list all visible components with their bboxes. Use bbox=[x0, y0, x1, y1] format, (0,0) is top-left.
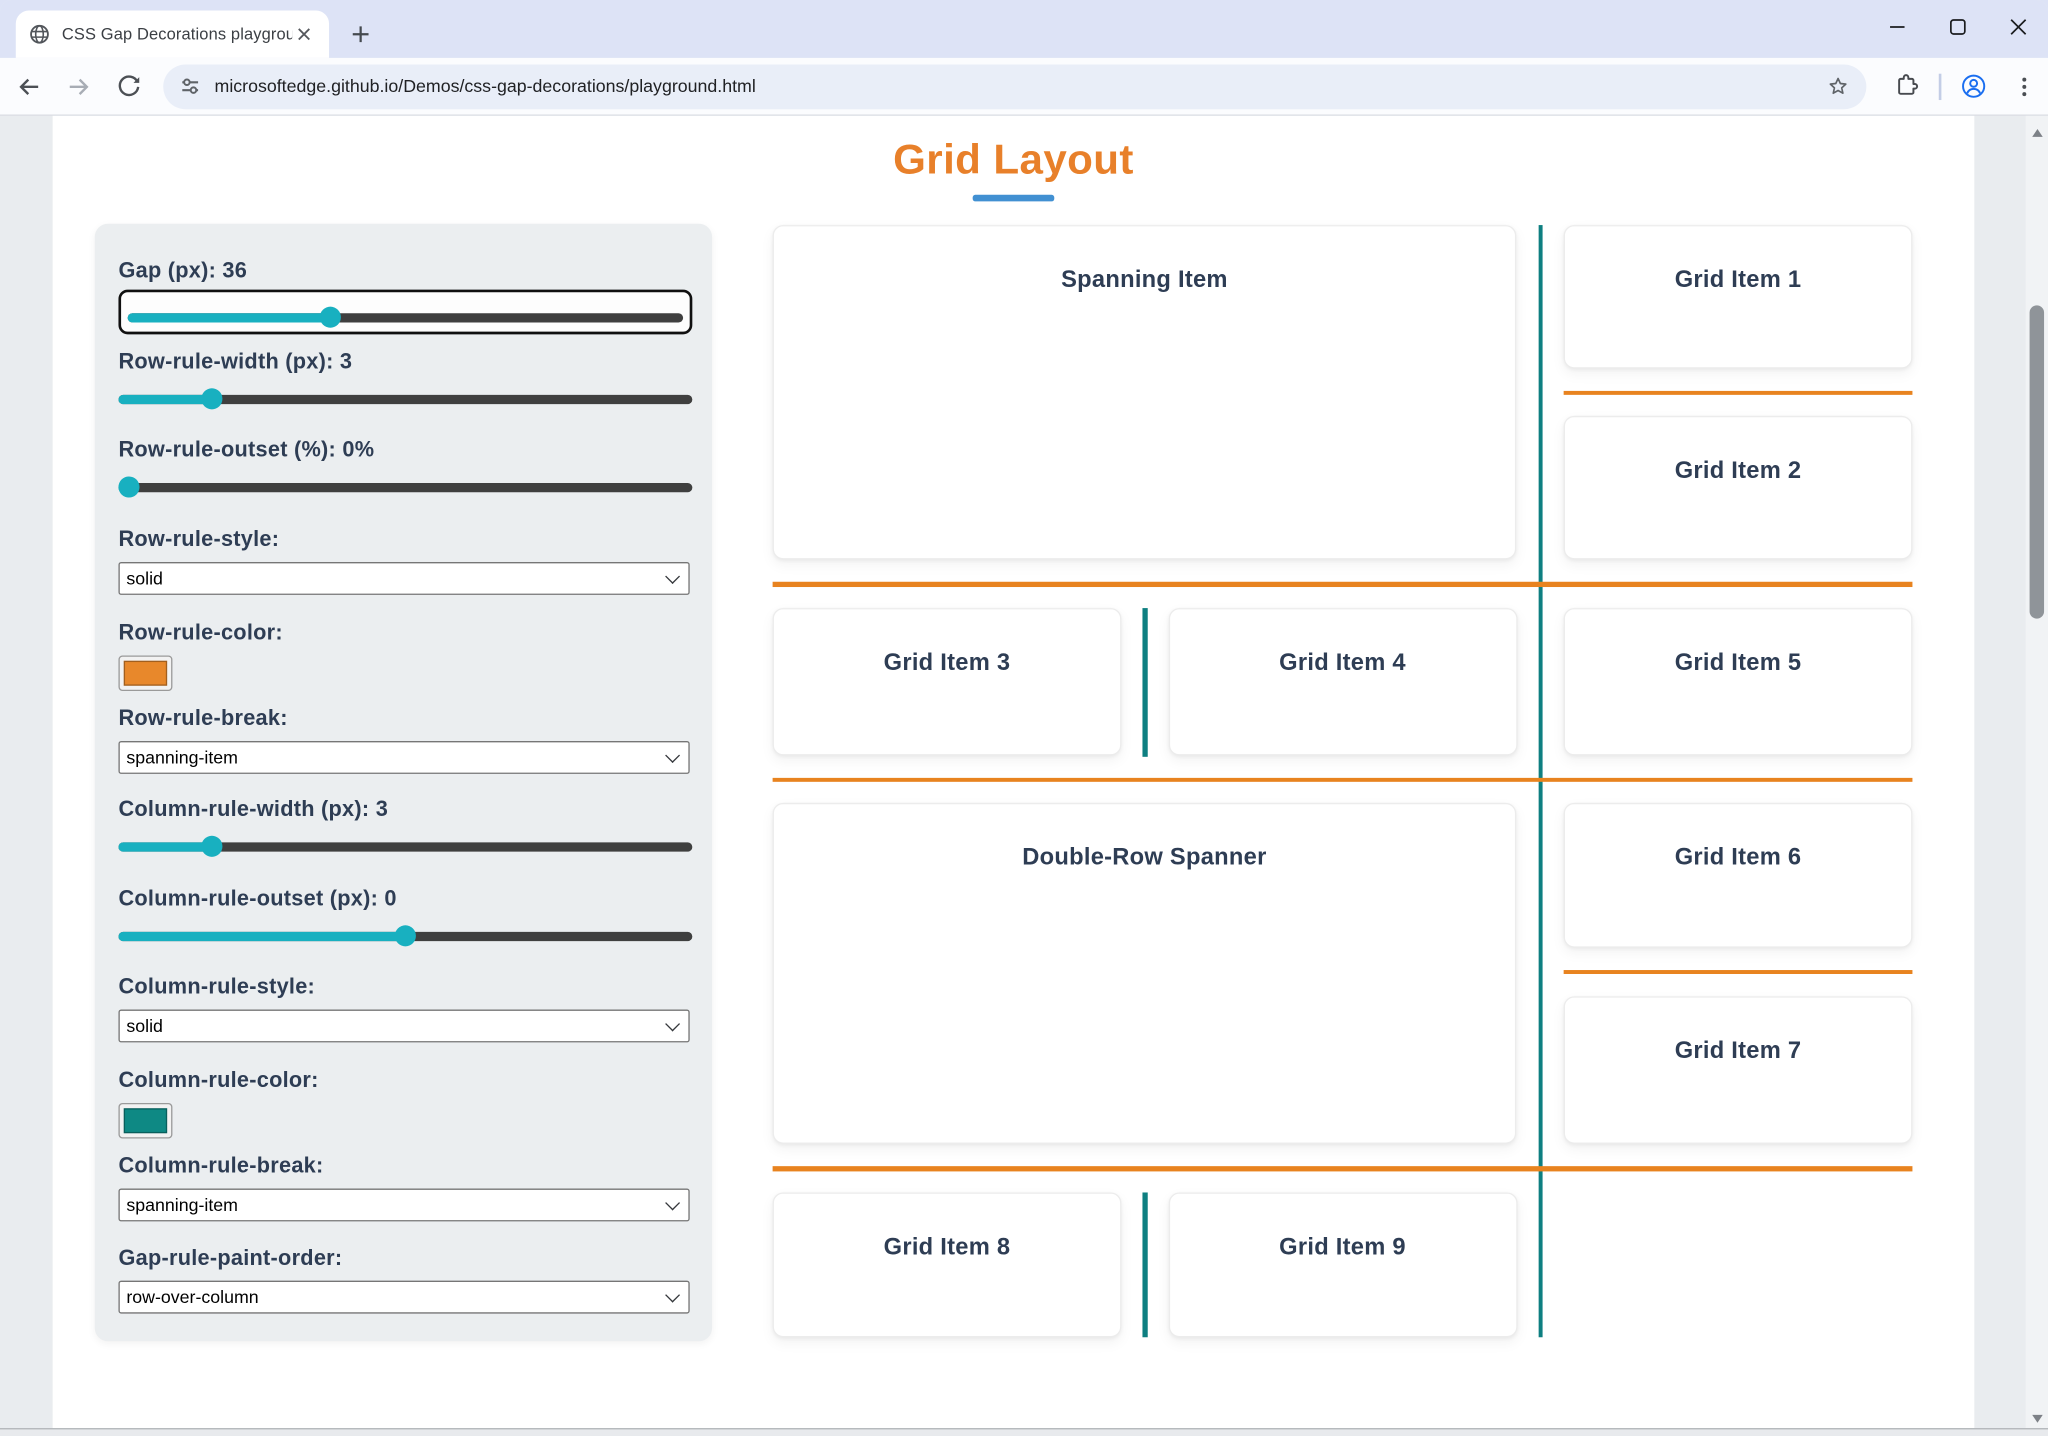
gap-slider-focus-ring bbox=[118, 289, 693, 335]
column-rule-segment bbox=[1142, 1192, 1148, 1338]
column-rule-outset-label: Column-rule-outset (px): 0 bbox=[118, 887, 397, 911]
row-rule-style-control: Row-rule-style: solid bbox=[118, 526, 692, 595]
profile-avatar-icon[interactable] bbox=[1953, 65, 1995, 107]
grid-card-spanning-item: Spanning Item bbox=[772, 225, 1517, 560]
row-rule-break-label: Row-rule-break: bbox=[118, 706, 288, 731]
browser-menu-kebab-icon[interactable] bbox=[2003, 65, 2045, 107]
forward-icon[interactable] bbox=[58, 65, 100, 107]
new-tab-button[interactable] bbox=[345, 18, 377, 50]
row-rule-width-slider[interactable] bbox=[118, 388, 693, 410]
row-rule-color-picker[interactable] bbox=[118, 655, 173, 692]
maximize-icon[interactable] bbox=[1927, 0, 1988, 53]
grid-card-double-row-spanner: Double-Row Spanner bbox=[772, 802, 1517, 1144]
column-rule-width-slider-thumb[interactable] bbox=[201, 835, 223, 857]
column-rule-color-label: Column-rule-color: bbox=[118, 1068, 319, 1093]
row-rule-outset-control: Row-rule-outset (%): 0% bbox=[118, 437, 693, 498]
column-rule-break-select[interactable]: spanning-item bbox=[118, 1188, 690, 1222]
row-rule-outset-slider-thumb[interactable] bbox=[118, 476, 140, 498]
window-controls bbox=[1866, 0, 2048, 53]
row-rule-full bbox=[772, 777, 1913, 782]
browser-tab[interactable]: CSS Gap Decorations playgroun bbox=[15, 10, 330, 58]
toolbar-right bbox=[1877, 65, 2045, 107]
row-rule-color-label: Row-rule-color: bbox=[118, 621, 283, 645]
grid-card-5: Grid Item 5 bbox=[1563, 608, 1913, 756]
column-rule-break-control: Column-rule-break: spanning-item bbox=[118, 1153, 692, 1222]
scrollbar-thumb[interactable] bbox=[2029, 305, 2045, 619]
column-rule-width-control: Column-rule-width (px): 3 bbox=[118, 796, 693, 857]
row-rule-color-chip bbox=[123, 660, 168, 686]
column-rule-outset-slider[interactable] bbox=[118, 925, 693, 947]
grid-card-2: Grid Item 2 bbox=[1563, 415, 1913, 560]
row-rule-width-slider-thumb[interactable] bbox=[201, 388, 223, 410]
page-title: Grid Layout bbox=[893, 135, 1134, 183]
row-rule-outset-label: Row-rule-outset (%): 0% bbox=[118, 438, 375, 462]
row-rule-width-control: Row-rule-width (px): 3 bbox=[118, 349, 693, 410]
globe-favicon-icon bbox=[29, 24, 50, 45]
grid-card-6: Grid Item 6 bbox=[1563, 802, 1913, 948]
tab-strip: CSS Gap Decorations playgroun bbox=[0, 0, 2048, 58]
row-rule-segment bbox=[1563, 969, 1913, 974]
row-rule-break-select[interactable]: spanning-item bbox=[118, 741, 690, 774]
column-rule-style-control: Column-rule-style: solid bbox=[118, 974, 692, 1043]
demo-grid: Spanning Item Grid Item 1 Grid Item 2 Gr… bbox=[772, 225, 1913, 1338]
extensions-puzzle-icon[interactable] bbox=[1885, 65, 1927, 107]
row-rule-style-select[interactable]: solid bbox=[118, 562, 690, 595]
close-window-icon[interactable] bbox=[1987, 0, 2048, 53]
row-rule-full bbox=[772, 581, 1913, 587]
column-rule-width-slider[interactable] bbox=[118, 835, 693, 857]
address-bar[interactable]: microsoftedge.github.io/Demos/css-gap-de… bbox=[163, 63, 1867, 109]
grid-card-4: Grid Item 4 bbox=[1168, 608, 1517, 756]
gap-rule-paint-order-label: Gap-rule-paint-order: bbox=[118, 1246, 343, 1271]
gap-slider[interactable] bbox=[127, 306, 684, 328]
page-content: Grid Layout Gap (px): 36 Row-rule-wi bbox=[0, 115, 2048, 1436]
row-rule-break-control: Row-rule-break: spanning-item bbox=[118, 705, 692, 774]
column-rule-color-picker[interactable] bbox=[118, 1102, 173, 1139]
column-rule-color-chip bbox=[123, 1108, 168, 1134]
gap-rule-paint-order-control: Gap-rule-paint-order: row-over-column bbox=[118, 1245, 692, 1314]
browser-toolbar: microsoftedge.github.io/Demos/css-gap-de… bbox=[0, 57, 2048, 116]
grid-card-7: Grid Item 7 bbox=[1563, 996, 1913, 1144]
toolbar-separator bbox=[1938, 73, 1941, 100]
row-rule-outset-slider[interactable] bbox=[118, 476, 693, 498]
column-rule-color-control: Column-rule-color: bbox=[118, 1067, 692, 1139]
url-text[interactable]: microsoftedge.github.io/Demos/css-gap-de… bbox=[214, 76, 756, 97]
scrollbar-down-arrow-icon[interactable] bbox=[2031, 1414, 2043, 1423]
row-rule-style-label: Row-rule-style: bbox=[118, 527, 280, 552]
column-rule-segment bbox=[1142, 608, 1148, 757]
grid-card-3: Grid Item 3 bbox=[772, 608, 1122, 756]
gap-slider-thumb[interactable] bbox=[320, 306, 342, 328]
gap-rule-paint-order-select[interactable]: row-over-column bbox=[118, 1280, 690, 1314]
column-rule-break-label: Column-rule-break: bbox=[118, 1154, 324, 1178]
row-rule-segment bbox=[1563, 390, 1913, 395]
scrollbar-up-arrow-icon[interactable] bbox=[2031, 128, 2043, 137]
tab-title: CSS Gap Decorations playgroun bbox=[61, 25, 293, 44]
column-rule-width-label: Column-rule-width (px): 3 bbox=[118, 797, 389, 822]
window-bottom-edge bbox=[0, 1428, 2048, 1436]
grid-card-8: Grid Item 8 bbox=[772, 1192, 1122, 1338]
vertical-scrollbar[interactable] bbox=[2025, 115, 2048, 1436]
page-sheet: Grid Layout Gap (px): 36 Row-rule-wi bbox=[52, 115, 1975, 1436]
controls-panel: Gap (px): 36 Row-rule-width (px): 3 bbox=[94, 223, 713, 1342]
minimize-icon[interactable] bbox=[1866, 0, 1927, 53]
grid-card-9: Grid Item 9 bbox=[1168, 1192, 1517, 1338]
column-rule-style-label: Column-rule-style: bbox=[118, 975, 316, 999]
site-info-icon[interactable] bbox=[179, 75, 201, 97]
tab-close-icon[interactable] bbox=[292, 22, 316, 46]
reload-icon[interactable] bbox=[108, 65, 150, 107]
grid-card-1: Grid Item 1 bbox=[1563, 225, 1913, 369]
row-rule-width-label: Row-rule-width (px): 3 bbox=[118, 350, 353, 374]
gap-label: Gap (px): 36 bbox=[118, 259, 248, 283]
title-underline bbox=[972, 194, 1055, 202]
column-rule-style-select[interactable]: solid bbox=[118, 1009, 690, 1043]
column-rule-outset-slider-thumb[interactable] bbox=[394, 925, 416, 947]
bookmark-star-icon[interactable] bbox=[1826, 74, 1851, 99]
row-rule-color-control: Row-rule-color: bbox=[118, 620, 692, 692]
back-icon[interactable] bbox=[8, 65, 50, 107]
row-rule-full bbox=[772, 1166, 1913, 1171]
column-rule-outset-control: Column-rule-outset (px): 0 bbox=[118, 886, 693, 947]
gap-control: Gap (px): 36 bbox=[118, 258, 693, 335]
